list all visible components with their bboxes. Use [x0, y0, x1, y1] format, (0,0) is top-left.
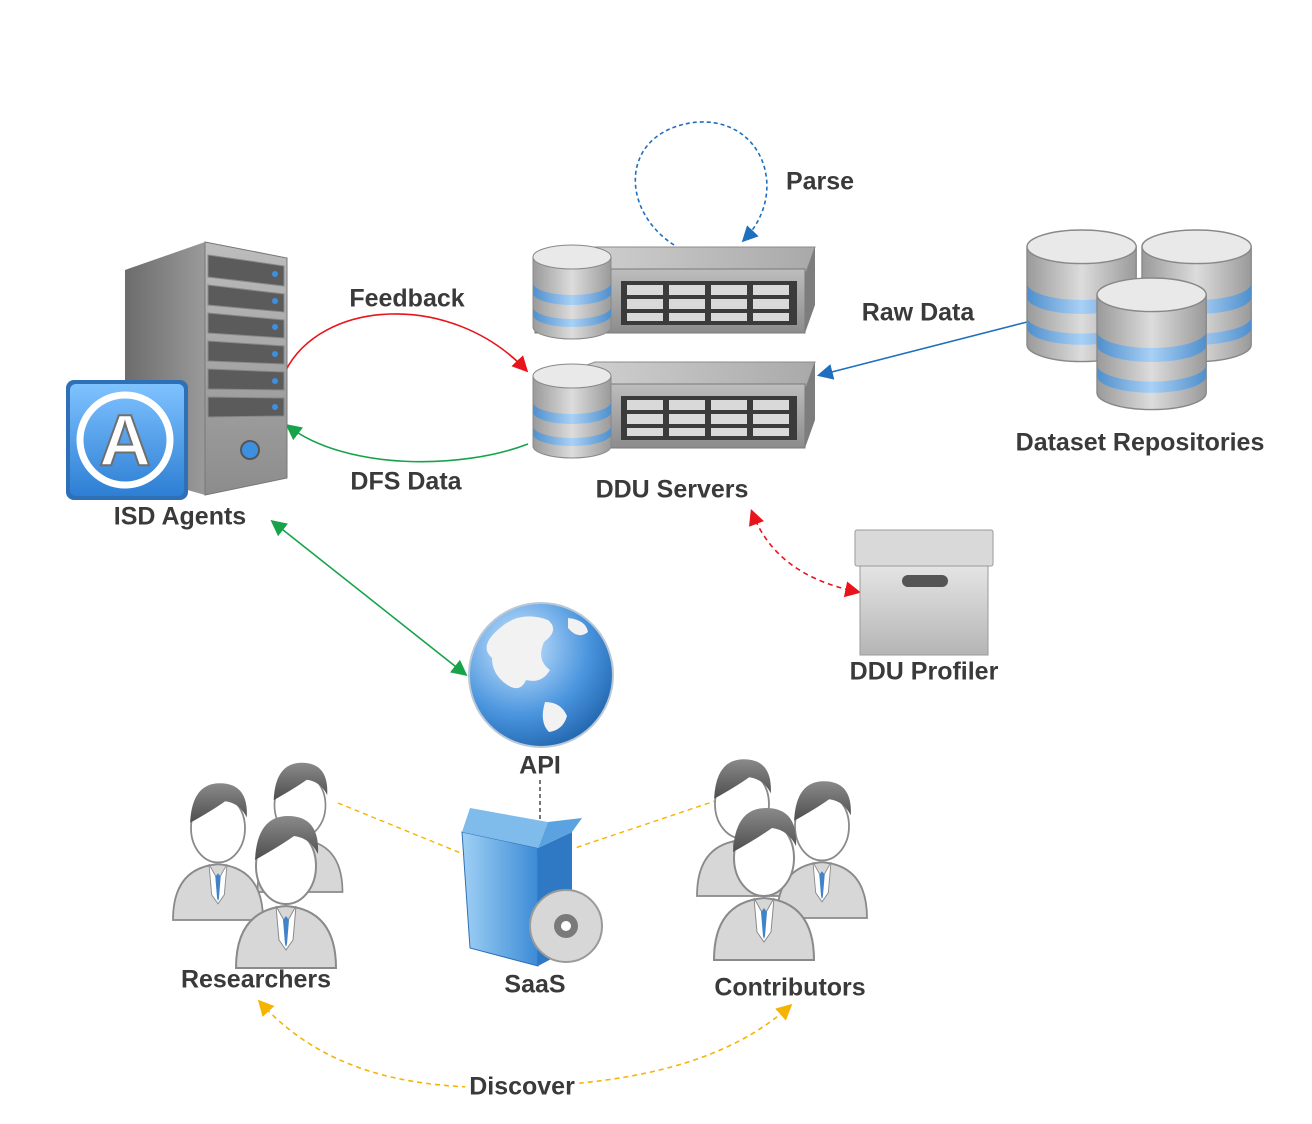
ddu-profiler-label: DDU Profiler: [849, 657, 999, 686]
profiler-arrow: [749, 509, 862, 598]
raw-data-label: Raw Data: [861, 298, 975, 327]
ddu-profiler-box-icon: [854, 529, 994, 656]
ddu-server-top-icon: [532, 244, 816, 340]
saas-label: SaaS: [504, 970, 566, 999]
ddu-servers-label: DDU Servers: [595, 475, 749, 504]
ddu-server-bottom-icon: [532, 361, 816, 459]
agents-api-arrow: [270, 520, 468, 676]
agent-badge-icon: A: [66, 380, 188, 500]
researchers-label: Researchers: [180, 965, 332, 994]
api-label: API: [519, 751, 561, 780]
contributors-label: Contributors: [714, 973, 866, 1002]
raw-data-arrow: [816, 321, 1028, 380]
parse-label: Parse: [785, 167, 855, 196]
agent-badge-letter: A: [99, 401, 151, 481]
dataset-repositories-label: Dataset Repositories: [1015, 428, 1265, 457]
feedback-arrow: [284, 313, 529, 373]
dfs-data-arrow: [285, 424, 529, 463]
contributors-saas-connector: [574, 799, 719, 849]
isd-agents-label: ISD Agents: [113, 502, 247, 531]
saas-box-icon: [461, 808, 603, 967]
dfs-data-label: DFS Data: [350, 467, 462, 496]
api-globe-icon: [468, 602, 614, 748]
contributors-group-icon: [696, 758, 868, 961]
researchers-group-icon: [172, 761, 344, 969]
discover-label: Discover: [465, 1072, 579, 1102]
feedback-label: Feedback: [349, 284, 465, 313]
researchers-saas-connector: [337, 802, 469, 857]
dataset-repositories-icon: [1026, 229, 1252, 411]
parse-loop-arrow: [634, 121, 768, 246]
